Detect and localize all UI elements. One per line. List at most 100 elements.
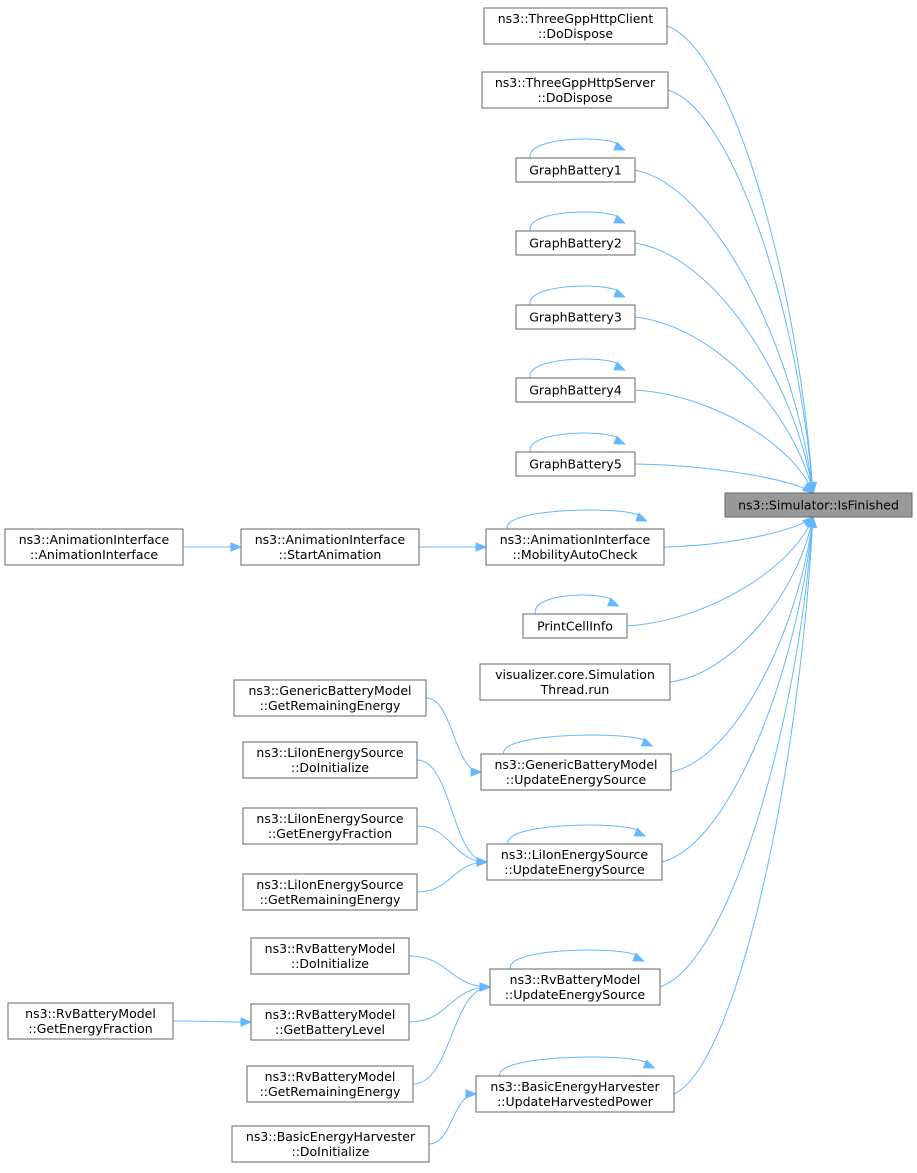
edge-beh-update-to-beh-update [499, 1056, 656, 1077]
edge-gb4-to-isfinished [634, 389, 814, 495]
node-label: ns3::LiIonEnergySource [256, 745, 404, 760]
edge-gbm-update-to-isfinished [670, 515, 817, 773]
node-gbm-getrem[interactable]: ns3::GenericBatteryModel::GetRemainingEn… [233, 679, 427, 717]
node-label: ns3::RvBatteryModel [25, 1006, 156, 1021]
node-label: ns3::RvBatteryModel [510, 972, 641, 987]
node-label: ::StartAnimation [279, 547, 382, 562]
self-loop [529, 138, 621, 159]
edge-line [408, 955, 491, 988]
node-box [250, 937, 410, 975]
arrowhead [607, 597, 620, 607]
node-liion-update[interactable]: ns3::LiIonEnergySource::UpdateEnergySour… [486, 843, 663, 881]
node-startanim[interactable]: ns3::AnimationInterface::StartAnimation [240, 528, 420, 566]
edge-line [634, 316, 814, 494]
node-label: ns3::AnimationInterface [500, 532, 651, 547]
edge-line [425, 697, 482, 773]
node-box [515, 304, 636, 330]
node-box [233, 679, 427, 717]
node-printcell[interactable]: PrintCellInfo [522, 613, 628, 639]
edge-line [626, 516, 814, 627]
node-rv-update[interactable]: ns3::RvBatteryModel::UpdateEnergySource [489, 968, 661, 1006]
node-gb3[interactable]: GraphBattery3 [515, 304, 636, 330]
arrowhead [801, 482, 815, 494]
node-label: ns3::ThreeGppHttpClient [498, 11, 654, 26]
self-loop [529, 432, 621, 453]
node-label: ns3::BasicEnergyHarvester [246, 1129, 416, 1144]
node-label: ns3::GenericBatteryModel [248, 683, 411, 698]
node-isfinished[interactable]: ns3::Simulator::IsFinished [724, 492, 913, 518]
node-rv-init[interactable]: ns3::RvBatteryModel::DoInitialize [250, 937, 410, 975]
node-box [486, 843, 663, 881]
node-box [242, 741, 418, 779]
node-liion-init[interactable]: ns3::LiIonEnergySource::DoInitialize [242, 741, 418, 779]
arrowhead [613, 435, 626, 445]
node-box [485, 528, 665, 566]
node-label: GraphBattery5 [529, 457, 622, 472]
edge-gb2-to-isfinished [634, 242, 817, 495]
node-label: ::UpdateEnergySource [505, 987, 646, 1002]
node-rv-frac[interactable]: ns3::RvBatteryModel::GetEnergyFraction [7, 1002, 174, 1040]
edge-beh-init-to-beh-update [428, 1089, 478, 1145]
node-liion-rem[interactable]: ns3::LiIonEnergySource::GetRemainingEner… [242, 873, 418, 911]
node-gb2[interactable]: GraphBattery2 [515, 230, 636, 256]
edge-line [663, 516, 814, 548]
edge-line [634, 389, 814, 494]
edge-rv-update-to-isfinished [659, 515, 817, 988]
node-httpclient[interactable]: ns3::ThreeGppHttpClient::DoDispose [483, 7, 668, 45]
node-label: ::GetEnergyFraction [268, 826, 392, 841]
edge-mobility-to-isfinished [663, 516, 814, 548]
node-box [724, 492, 913, 518]
node-box [246, 1065, 414, 1103]
edge-line [669, 516, 814, 683]
node-label: ns3::BasicEnergyHarvester [490, 1079, 660, 1094]
node-rv-level[interactable]: ns3::RvBatteryModel::GetBatteryLevel [250, 1003, 410, 1041]
node-mobility[interactable]: ns3::AnimationInterface::MobilityAutoChe… [485, 528, 665, 566]
edge-line [172, 1020, 252, 1023]
self-loop [529, 211, 621, 232]
arrowhead [613, 288, 626, 298]
arrowhead [479, 982, 492, 992]
node-gb1[interactable]: GraphBattery1 [515, 157, 636, 183]
node-box [515, 377, 636, 403]
node-gb5[interactable]: GraphBattery5 [515, 451, 636, 477]
node-label: ::DoInitialize [291, 760, 369, 775]
node-label: ::GetRemainingEnergy [260, 698, 401, 713]
node-httpserver[interactable]: ns3::ThreeGppHttpServer::DoDispose [481, 71, 669, 109]
edge-liion-init-to-liion-update [416, 759, 489, 867]
edge-rv-rem-to-rv-update [412, 982, 492, 1085]
node-beh-init[interactable]: ns3::BasicEnergyHarvester::DoInitialize [231, 1125, 430, 1163]
edge-gb1-to-isfinished [634, 169, 817, 495]
node-gbm-update[interactable]: ns3::GenericBatteryModel::UpdateEnergySo… [480, 753, 672, 791]
node-label: ns3::LiIonEnergySource [256, 811, 404, 826]
node-label: ::GetRemainingEnergy [260, 1084, 401, 1099]
edge-simthread-to-isfinished [669, 515, 816, 683]
edge-mobility-to-mobility [506, 509, 648, 530]
edge-line [634, 169, 814, 494]
arrowhead [640, 737, 654, 747]
edge-line [667, 89, 814, 494]
self-loop [529, 358, 621, 379]
node-liion-frac[interactable]: ns3::LiIonEnergySource::GetEnergyFractio… [242, 807, 418, 845]
edge-line [666, 25, 814, 494]
edge-line [412, 986, 491, 1085]
edge-startanim-to-mobility [419, 542, 488, 552]
node-label: ::UpdateEnergySource [504, 862, 645, 877]
node-label: ::MobilityAutoCheck [513, 547, 639, 562]
node-label: ::DoDispose [538, 26, 613, 41]
node-box [481, 71, 669, 109]
node-rv-rem[interactable]: ns3::RvBatteryModel::GetRemainingEnergy [246, 1065, 414, 1103]
arrowhead [240, 1017, 253, 1027]
node-gb4[interactable]: GraphBattery4 [515, 377, 636, 403]
edge-liion-update-to-liion-update [507, 824, 647, 845]
edge-gb5-to-gb5 [529, 432, 626, 453]
node-label: PrintCellInfo [537, 619, 613, 634]
arrowhead [475, 542, 488, 552]
node-beh-update[interactable]: ns3::BasicEnergyHarvester::UpdateHarvest… [475, 1075, 675, 1113]
node-box [242, 807, 418, 845]
node-animctor[interactable]: ns3::AnimationInterface::AnimationInterf… [4, 528, 184, 566]
node-label: ns3::LiIonEnergySource [256, 877, 404, 892]
node-box [479, 663, 671, 701]
node-label: ::GetBatteryLevel [275, 1022, 385, 1037]
node-label: Thread.run [540, 682, 610, 697]
